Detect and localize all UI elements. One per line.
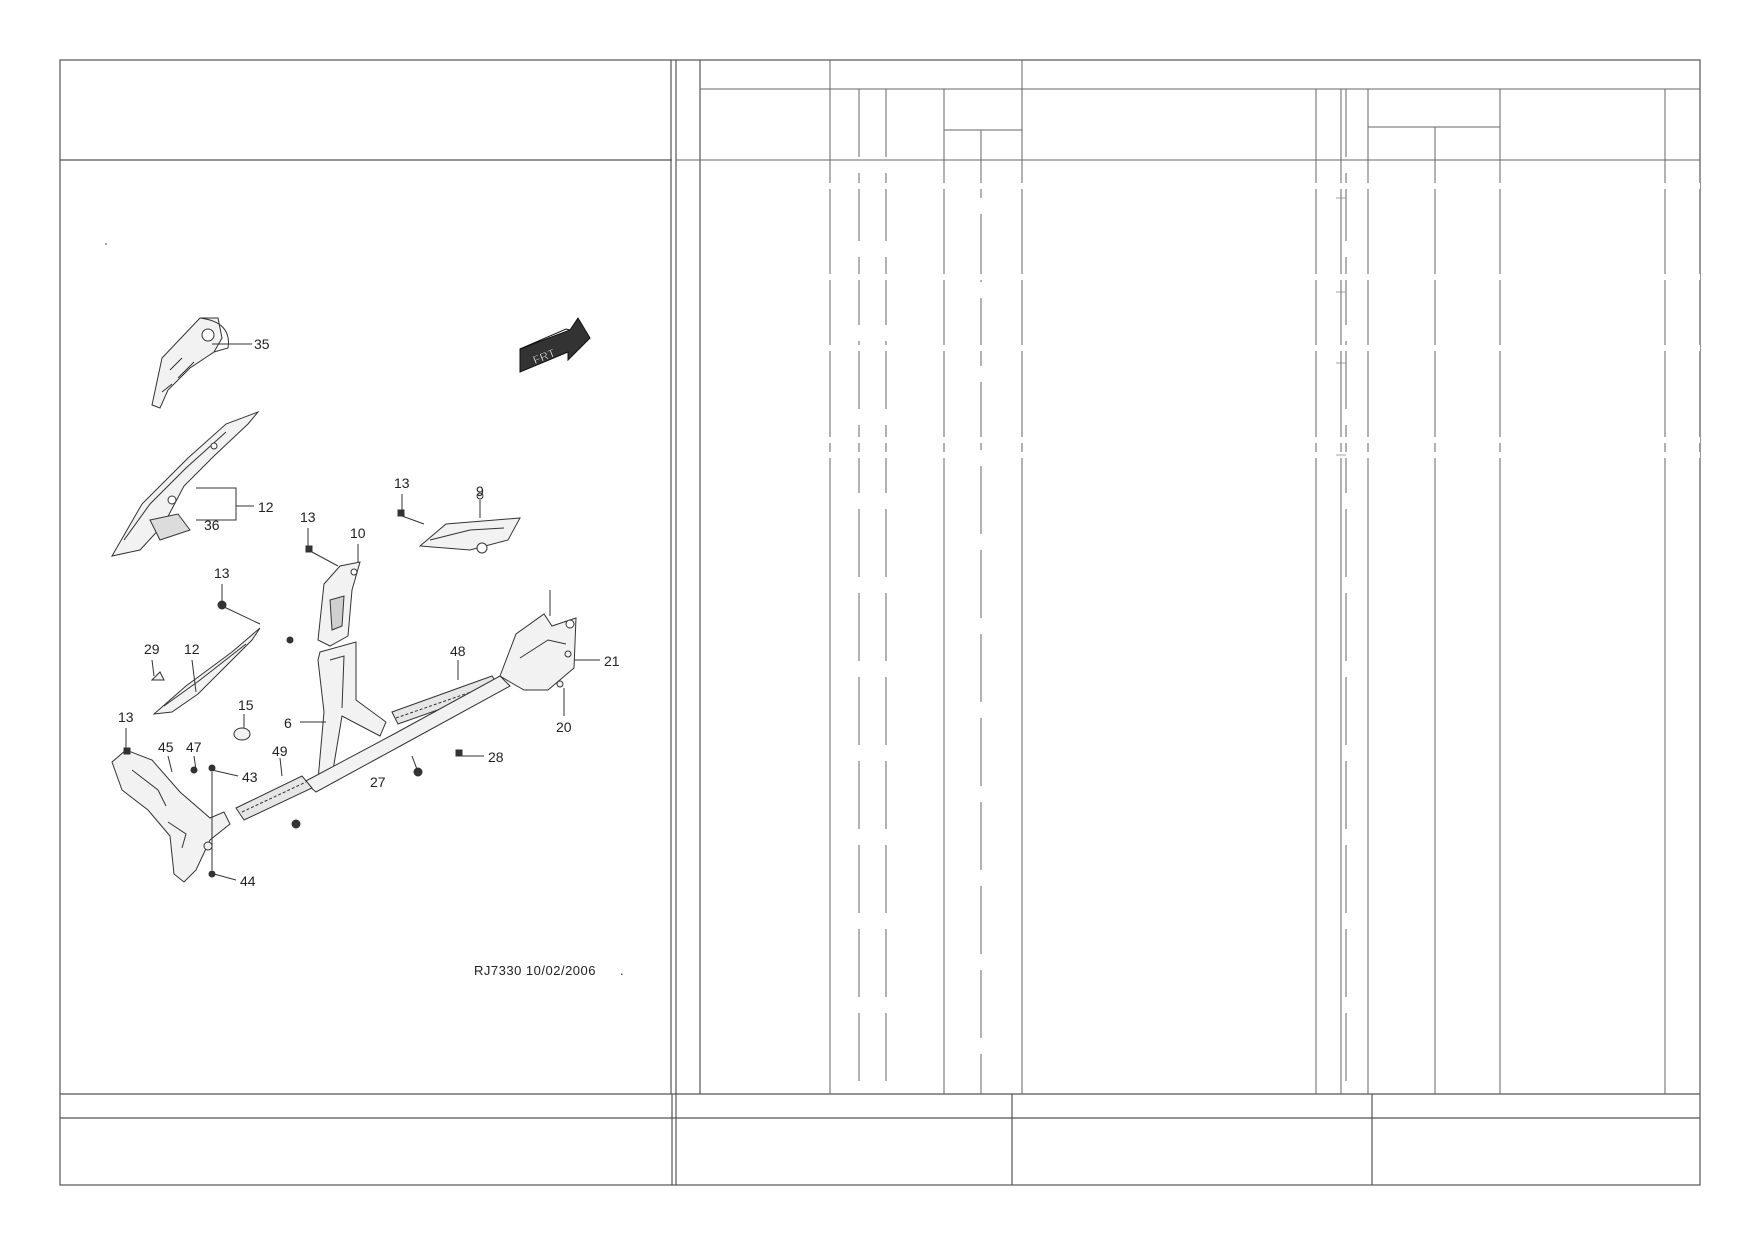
- callout-43: 43: [242, 769, 258, 785]
- part-21-rear-trim: [499, 613, 577, 691]
- rocker-sill-panel: [303, 675, 511, 793]
- callout-48: 48: [450, 643, 466, 659]
- callout-13-c: 13: [214, 565, 230, 581]
- part-10-pillar-upper: [317, 561, 361, 647]
- callout-27: 27: [370, 774, 386, 790]
- part-6-pillar-lower: [317, 641, 387, 781]
- exploded-parts-diagram: FRT: [111, 317, 591, 883]
- part-9-quarter-trim: [418, 492, 521, 554]
- callout-leaders: [125, 343, 600, 881]
- frt-direction-arrow: [519, 317, 591, 373]
- parts-table-grid: [676, 60, 1700, 1094]
- callout-13-d: 13: [118, 709, 134, 725]
- part-49-front-sill: [235, 775, 313, 821]
- drawing-reference: RJ7330 10/02/2006: [474, 963, 596, 978]
- part-12-lower-trim: [150, 627, 261, 741]
- part-12-upper-pillar-trim: [111, 410, 260, 557]
- part-35-bracket: [151, 317, 229, 409]
- sheet-frame: [59, 59, 1701, 1186]
- callout-10: 10: [350, 525, 366, 541]
- part-45-kick-panel: [111, 749, 231, 883]
- callout-28: 28: [488, 749, 504, 765]
- callout-labels: 35 12 36 13 10 9 13 13 29 12 15 6 48 21 …: [118, 336, 620, 889]
- callout-29: 29: [144, 641, 160, 657]
- callout-49: 49: [272, 743, 288, 759]
- callout-6: 6: [284, 715, 292, 731]
- callout-13-a: 13: [394, 475, 410, 491]
- callout-12-upper: 12: [258, 499, 274, 515]
- parts-table-row-gaps: [705, 183, 1700, 458]
- callout-9: 9: [476, 483, 484, 499]
- callout-36: 36: [204, 517, 220, 533]
- callout-45: 45: [158, 739, 174, 755]
- callout-20: 20: [556, 719, 572, 735]
- callout-47: 47: [186, 739, 202, 755]
- reference-dot: .: [620, 963, 624, 978]
- callout-12-lower: 12: [184, 641, 200, 657]
- parts-table-dashed-columns: [858, 89, 1347, 1094]
- parts-table-row-ticks: [1336, 197, 1346, 456]
- callout-35: 35: [254, 336, 270, 352]
- stray-dot: [105, 243, 107, 245]
- callout-13-b: 13: [300, 509, 316, 525]
- callout-15: 15: [238, 697, 254, 713]
- callout-44: 44: [240, 873, 256, 889]
- callout-21: 21: [604, 653, 620, 669]
